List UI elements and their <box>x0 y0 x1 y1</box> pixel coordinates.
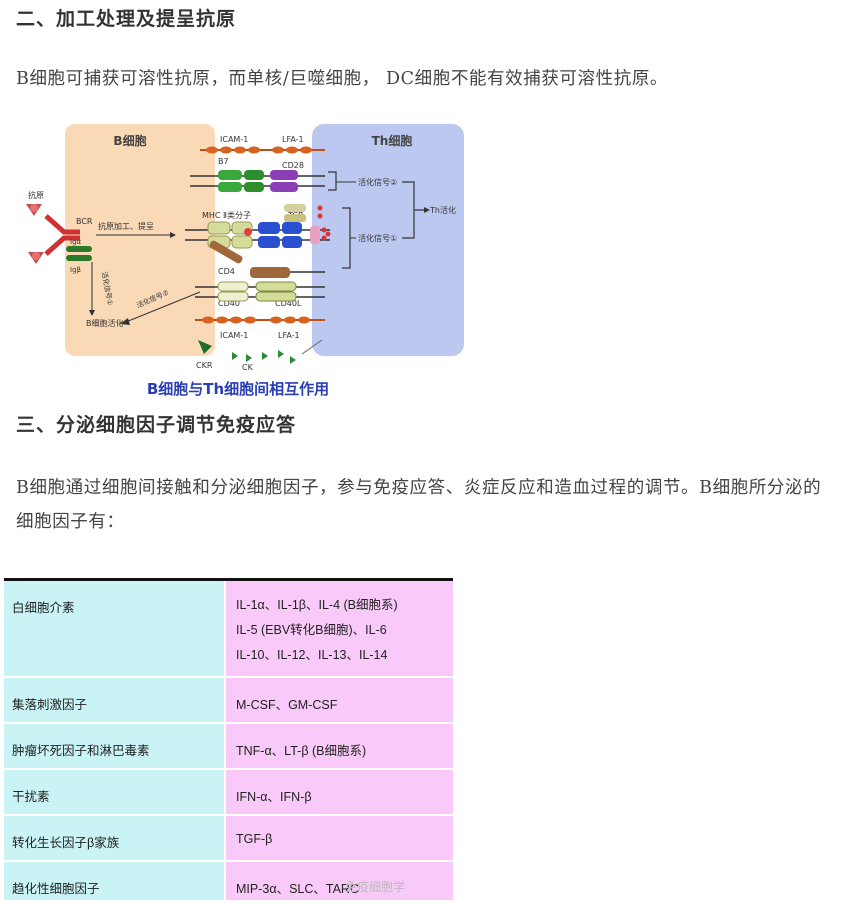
ck-label: CK <box>242 363 254 372</box>
cd40-cd40l-pair <box>195 281 325 302</box>
ig-alpha-label: Igα <box>70 238 82 246</box>
watermark: 免疫细胞学 <box>345 880 406 894</box>
b7-label: B7 <box>218 157 229 166</box>
table-cell-cytokines: IFN-α、IFN-β <box>224 768 453 816</box>
figure-caption: B细胞与Th细胞间相互作用 <box>147 380 329 398</box>
antigen-icon <box>26 204 44 264</box>
cytokine-line: IL-5 (EBV转化B细胞)、IL-6 <box>236 623 387 637</box>
bcr-label: BCR <box>76 217 93 226</box>
b-cell-body <box>65 124 215 356</box>
icam1-top-label: ICAM-1 <box>220 135 248 144</box>
cd4-label: CD4 <box>218 267 235 276</box>
icam-lfa-top-chain <box>200 146 325 154</box>
table-cell-cytokines: M-CSF、GM-CSF <box>224 676 453 724</box>
table-cell-category: 白细胞介素 <box>4 579 225 678</box>
th-activation-label: Th活化 <box>429 205 456 215</box>
cd28-label: CD28 <box>282 161 304 170</box>
signal2-label: 活化信号② <box>358 177 397 187</box>
b-cell-label: B细胞 <box>113 133 146 148</box>
table-cell-category: 集落刺激因子 <box>4 676 225 724</box>
mhc-tcr-complex <box>185 204 331 249</box>
process-arrow <box>96 232 176 238</box>
ckr-label: CKR <box>196 361 213 370</box>
b-activation-arrows <box>89 262 201 325</box>
table-cell-cytokines: MIP-3α、SLC、TARC <box>224 860 453 902</box>
b-activation-label: B细胞活化 <box>86 318 124 328</box>
icam-lfa-bottom-chain <box>195 316 325 324</box>
table-row: 集落刺激因子 M-CSF、GM-CSF <box>4 676 453 724</box>
th-signal-brackets <box>328 171 430 269</box>
table-cell-cytokines: TGF-β <box>224 814 453 862</box>
antigen-label: 抗原 <box>28 190 44 200</box>
section-heading-3: 三、分泌细胞因子调节免疫应答 <box>16 414 297 436</box>
b7-cd28-pair <box>190 170 325 192</box>
signal1-label: 活化信号① <box>358 233 397 243</box>
cd40-label: CD40 <box>218 299 240 308</box>
cytokine-icons <box>198 339 323 364</box>
table-cell-category: 干扰素 <box>4 768 225 816</box>
bcr-icon <box>44 214 92 261</box>
table-cell-category: 趋化性细胞因子 <box>4 860 225 902</box>
section-paragraph-2: B细胞可捕获可溶性抗原，而单核/巨噬细胞， DC细胞不能有效捕获可溶性抗原。 <box>16 69 669 89</box>
section-heading-2: 二、加工处理及提呈抗原 <box>16 8 237 30</box>
table-cell-cytokines: IL-1α、IL-1β、IL-4 (B细胞系) IL-5 (EBV转化B细胞)、… <box>224 579 453 678</box>
icam1-bottom-label: ICAM-1 <box>220 331 248 340</box>
table-row: 肿瘤坏死因子和淋巴毒素 TNF-α、LT-β (B细胞系) <box>4 722 453 770</box>
section-paragraph-3: B细胞通过细胞间接触和分泌细胞因子，参与免疫应答、炎症反应和造血过程的调节。B细… <box>16 478 822 532</box>
cd4-molecule <box>209 240 325 278</box>
table-cell-cytokines: TNF-α、LT-β (B细胞系) <box>224 722 453 770</box>
table-row: 干扰素 IFN-α、IFN-β <box>4 768 453 816</box>
lfa1-top-label: LFA-1 <box>282 135 304 144</box>
cytokine-line: IL-10、IL-12、IL-13、IL-14 <box>236 648 388 662</box>
b-th-interaction-figure: B细胞 Th细胞 ICAM-1 LFA-1 B7 CD28 MHC Ⅱ类分子 T… <box>26 124 464 398</box>
cd40l-label: CD40L <box>275 299 302 308</box>
ig-beta-label: Igβ <box>70 266 81 274</box>
cytokine-line: IL-1α、IL-1β、IL-4 (B细胞系) <box>236 598 398 612</box>
lfa1-bottom-label: LFA-1 <box>278 331 300 340</box>
mhc-label: MHC Ⅱ类分子 <box>202 210 251 220</box>
table-row: 转化生长因子β家族 TGF-β <box>4 814 453 862</box>
table-cell-category: 肿瘤坏死因子和淋巴毒素 <box>4 722 225 770</box>
table-row: 白细胞介素 IL-1α、IL-1β、IL-4 (B细胞系) IL-5 (EBV转… <box>4 579 453 678</box>
th-cell-label: Th细胞 <box>372 133 413 148</box>
process-label: 抗原加工、提呈 <box>98 221 154 231</box>
table-cell-category: 转化生长因子β家族 <box>4 814 225 862</box>
cytokine-table: 白细胞介素 IL-1α、IL-1β、IL-4 (B细胞系) IL-5 (EBV转… <box>4 578 453 902</box>
